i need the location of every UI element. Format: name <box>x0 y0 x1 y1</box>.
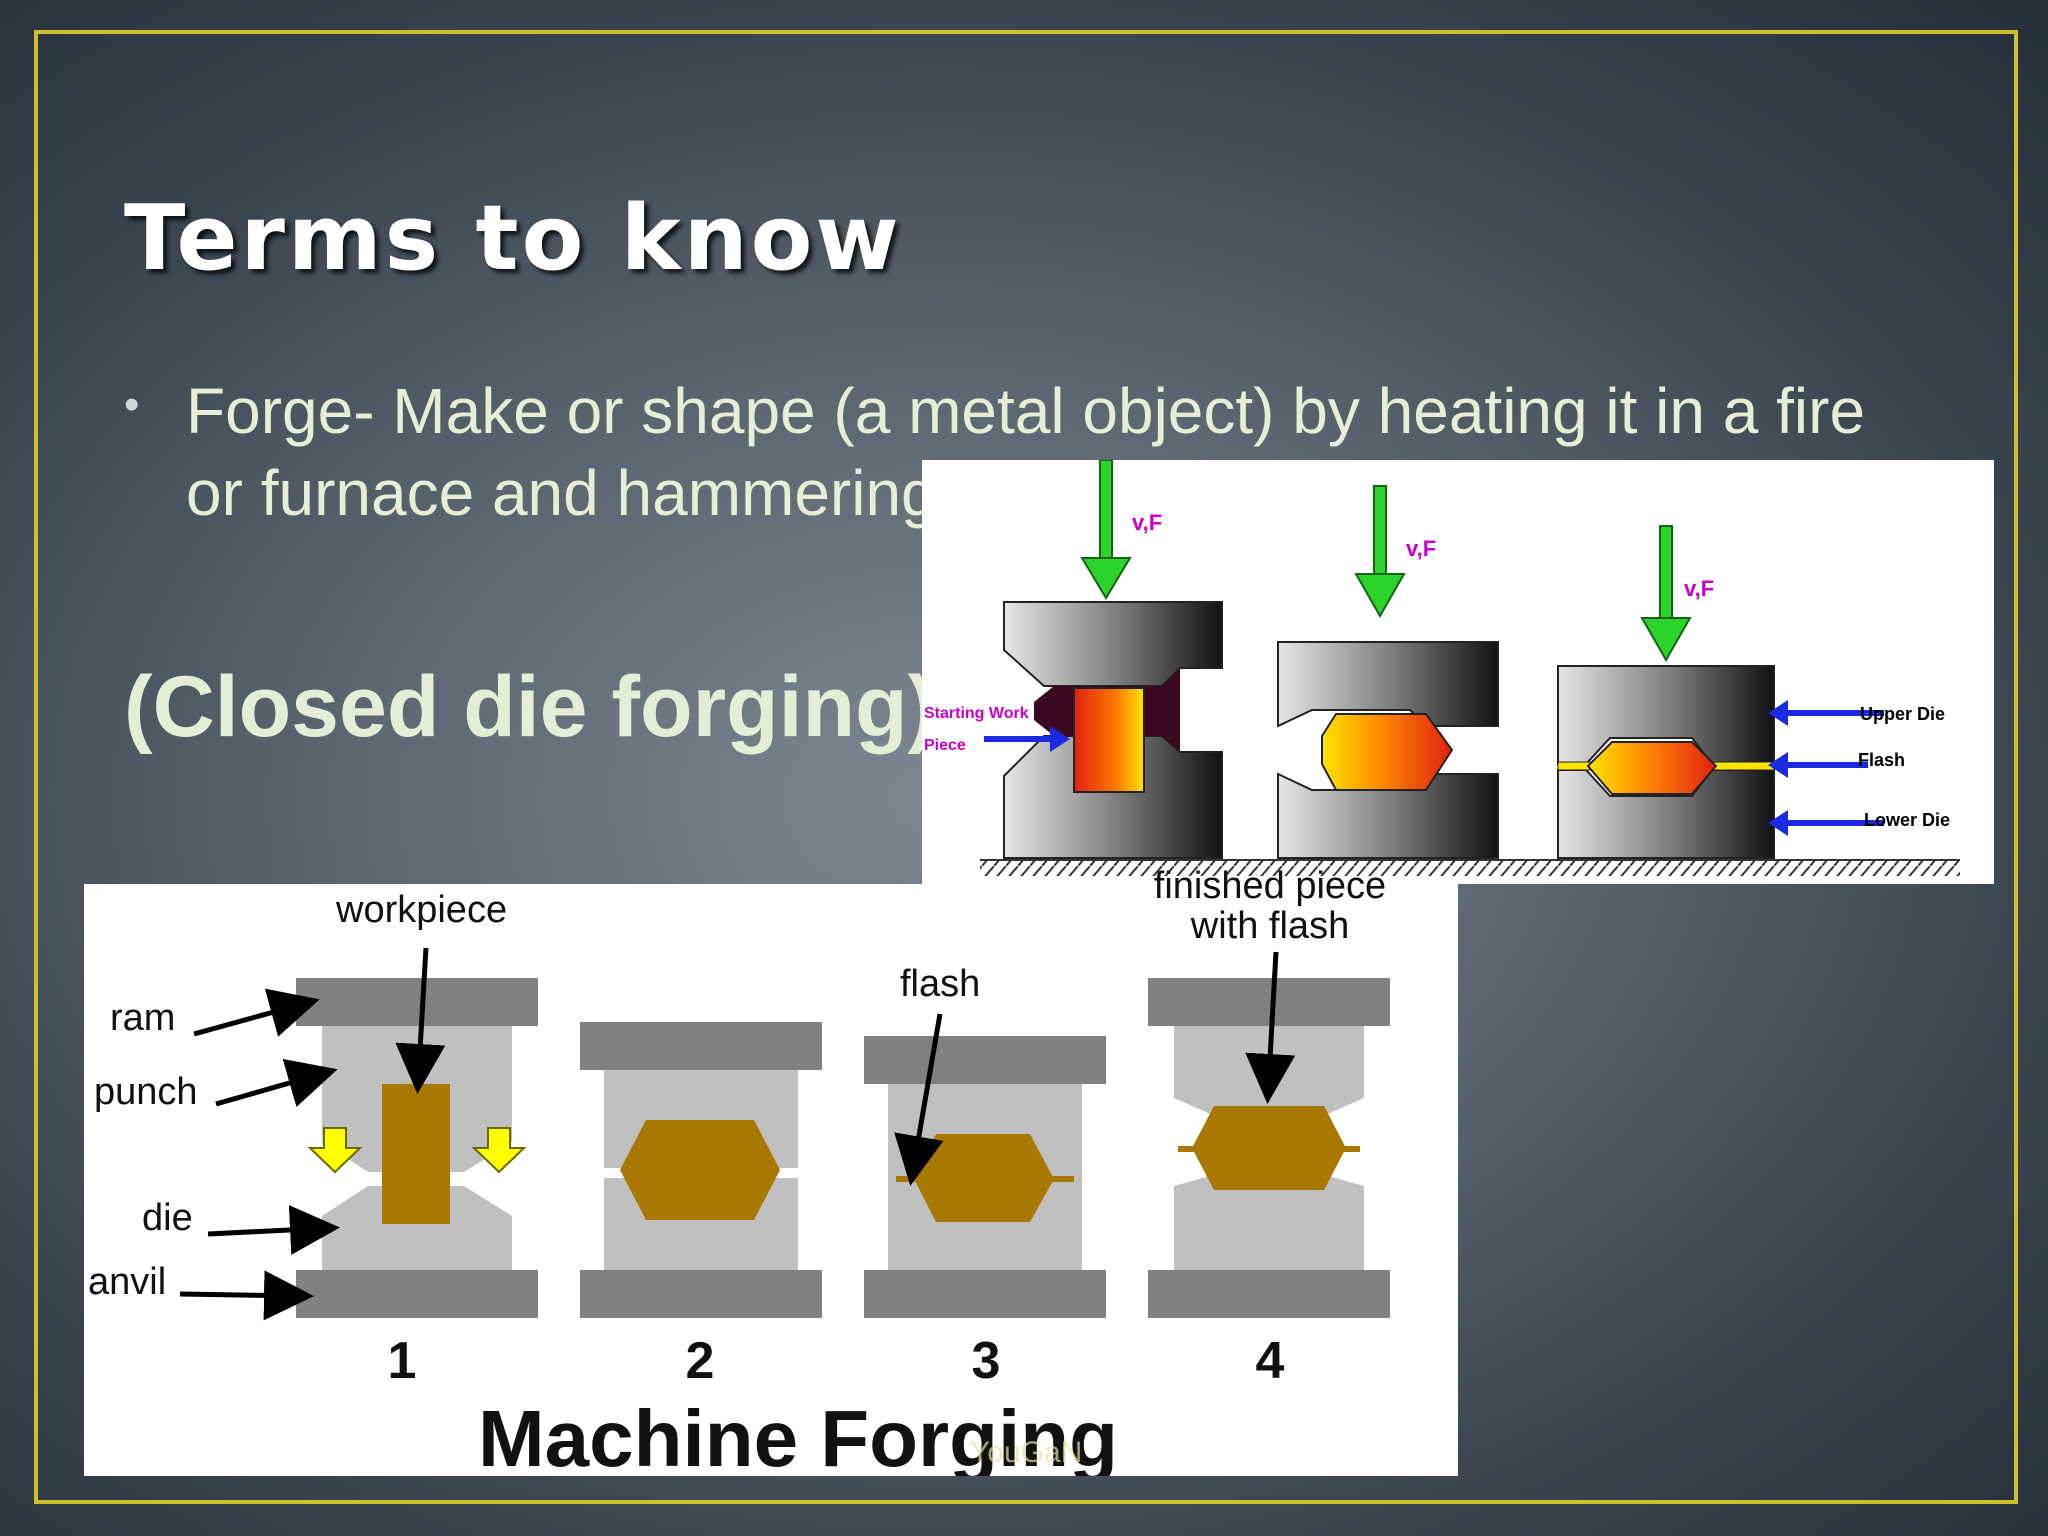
slide-title: Terms to know <box>124 186 902 291</box>
stage-1-dies <box>1003 601 1223 859</box>
flash-label: flash <box>900 963 980 1005</box>
stage-1-force-arrow <box>1080 460 1132 600</box>
press-unit-4 <box>1148 978 1390 1318</box>
workpiece-pointer <box>395 947 446 1094</box>
press-unit-1 <box>296 978 538 1318</box>
machine-forging-image: workpiece ram punch die anvil flash 1 2 … <box>84 884 1458 1476</box>
workpiece-hexagon <box>620 1120 780 1220</box>
step-4: 4 <box>1256 1332 1285 1390</box>
finished-piece-line-2: with flash <box>1190 905 1350 947</box>
flash-pointer <box>894 1013 944 1186</box>
step-1: 1 <box>388 1332 417 1390</box>
stage-3-workpiece <box>1586 741 1718 795</box>
starting-work-label: Starting Work <box>924 705 1029 722</box>
force-label-3: v,F <box>1684 576 1714 601</box>
machine-forging-title: Machine Forging <box>478 1394 1118 1476</box>
piece-label: Piece <box>924 737 966 754</box>
die-label: die <box>142 1197 193 1239</box>
upper-die-label: Upper Die <box>1860 704 1945 724</box>
step-3: 3 <box>972 1332 1001 1390</box>
subheading: (Closed die forging) <box>124 659 937 755</box>
slide-frame <box>34 30 2018 1504</box>
die-pointer <box>207 1204 340 1255</box>
press-unit-2 <box>580 1022 822 1318</box>
down-arrow-right <box>471 1127 527 1174</box>
finished-piece-line-1: finished piece <box>1153 865 1387 907</box>
stage-3-dies <box>1557 665 1775 859</box>
anvil-label: anvil <box>88 1261 166 1303</box>
stage-2-dies <box>1277 641 1499 859</box>
down-arrow-left <box>307 1127 363 1174</box>
stage-2-force-arrow <box>1354 485 1406 619</box>
force-label-1: v,F <box>1132 510 1162 535</box>
finished-piece <box>1192 1106 1346 1190</box>
stage-2-workpiece <box>1321 713 1454 791</box>
flash-label-top: Flash <box>1858 750 1905 770</box>
finished-piece-label: finished piece with flash <box>1122 866 1418 946</box>
punch-pointer <box>215 1058 338 1108</box>
lower-die-label: Lower Die <box>1864 810 1950 830</box>
closed-die-forging-image: v,F Starting Work Piece v,F v,F <box>922 460 1994 884</box>
finished-pointer <box>1245 951 1296 1104</box>
workpiece-label: workpiece <box>335 889 507 931</box>
starting-work-arrow <box>984 726 1070 752</box>
bullet-marker: • <box>124 380 140 429</box>
press-unit-3 <box>864 1036 1106 1318</box>
punch-label: punch <box>94 1071 198 1113</box>
flash-arrow <box>1768 752 1868 778</box>
force-label-2: v,F <box>1406 536 1436 561</box>
anvil-pointer <box>179 1270 314 1321</box>
ground-hatch <box>980 860 1960 876</box>
starting-workpiece <box>1073 687 1145 793</box>
ram-label: ram <box>110 997 175 1039</box>
workpiece-block <box>382 1084 450 1224</box>
workpiece-flattened <box>914 1134 1054 1222</box>
lower-die-arrow <box>1768 810 1884 836</box>
bullet-text: Forge- Make or shape (a metal object) by… <box>186 375 1866 529</box>
upper-die-arrow <box>1768 700 1884 726</box>
step-2: 2 <box>686 1332 715 1390</box>
stage-3-force-arrow <box>1640 525 1692 663</box>
watermark: YouGaN <box>970 1436 1083 1469</box>
ram-pointer <box>193 988 320 1037</box>
